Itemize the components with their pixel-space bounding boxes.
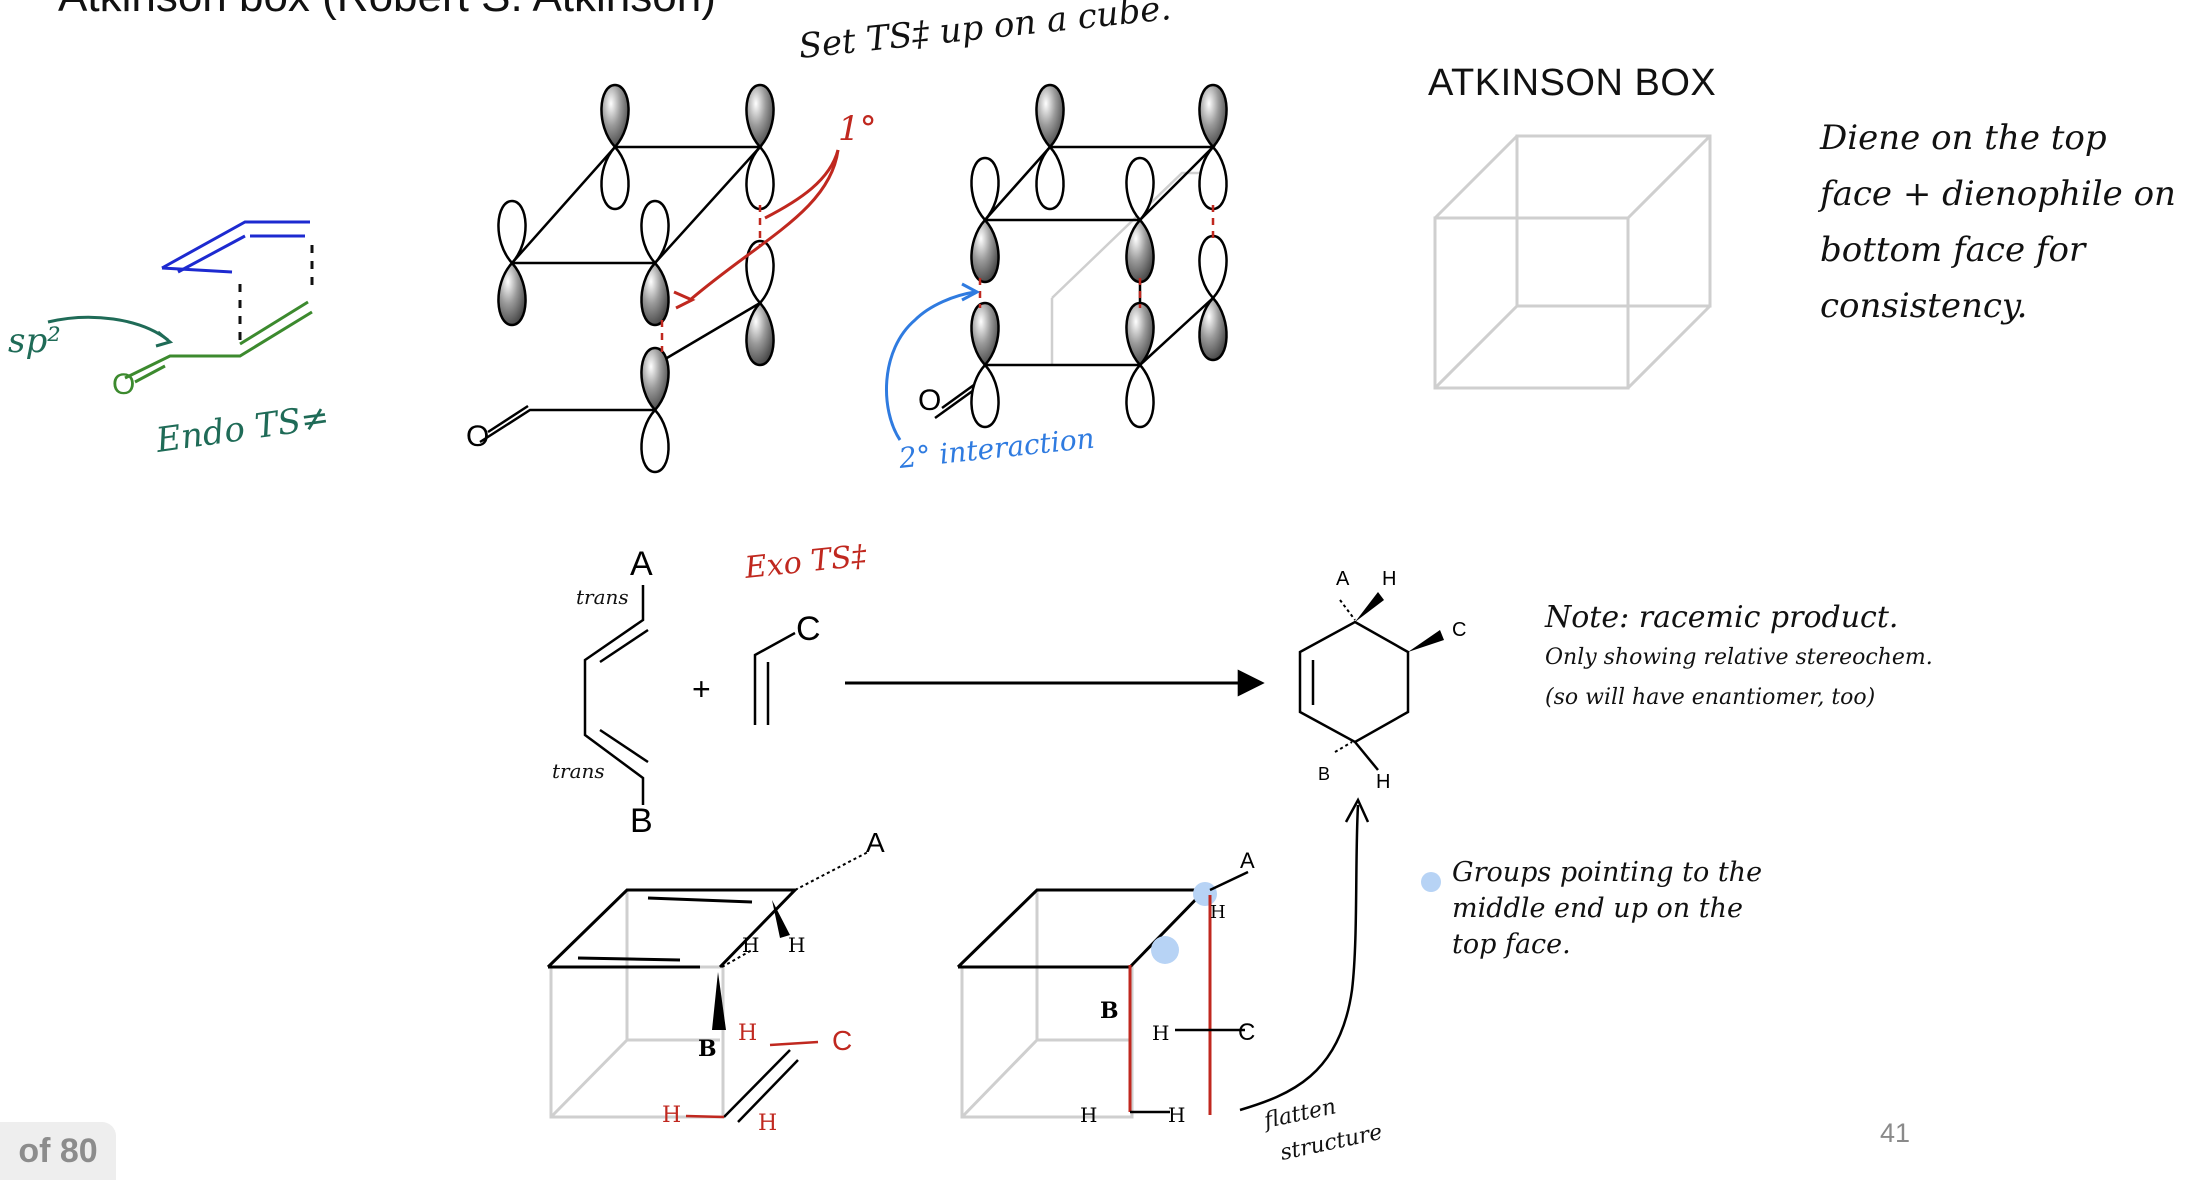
cube-right-a: A [1240,848,1255,873]
cube-exo-left: A H H B H C H H [546,827,885,1136]
flatten-arrow: flatten structure [1239,797,1385,1166]
trans-label-bottom: trans [552,759,605,783]
cube-left-b: B [698,1036,717,1062]
trans-label-top: trans [576,585,629,609]
cube-left-h2: H [742,933,759,957]
secondary-interaction-label: 2° interaction [896,422,1096,475]
endo-label: Endo TS≠ [153,397,332,461]
cube-exo-right: A H B H C H H [956,848,1255,1127]
cube-right-c: C [1238,1019,1255,1046]
cube-left-h: H [788,933,805,957]
product-label-c: C [1452,619,1466,641]
note-line: (so will have enantiomer, too) [1545,685,1876,710]
product-label-h: H [1382,568,1396,590]
diels-alder-reaction: A B trans trans + C Exo TS‡ A H C B H [552,538,1466,840]
cube-left-a: A [866,827,885,858]
cube-left-h5: H [758,1111,777,1136]
note-line: middle end up on the [1452,893,1743,924]
oxygen-label: O [466,420,489,453]
note-line: Note: racemic product. [1545,600,1899,635]
page-indicator[interactable]: of 80 [0,1122,116,1180]
note-line: Groups pointing to the [1452,857,1763,888]
note-line: top face. [1452,929,1571,960]
product-label-b: B [1318,764,1330,784]
slide-title: Atkinson box (Robert S. Atkinson) [58,0,716,22]
dienophile-sub-c: C [796,610,821,648]
cube-right-b: B [1100,998,1119,1024]
cube-left-h3: H [738,1021,757,1046]
cube-left-h4: H [662,1103,681,1128]
atkinson-box-title: ATKINSON BOX [1428,62,1717,104]
atkinson-box-cube [1433,134,1712,390]
set-ts-note: Set TS‡ up on a cube. [797,0,1173,67]
product-label-a: A [1336,568,1350,590]
bullet-note: Groups pointing to the middle end up on … [1452,855,1762,963]
slide-number: 41 [1880,1118,1911,1148]
cube-right-h2: H [1152,1021,1169,1045]
sp2-label: sp² [8,321,61,361]
note-line: face + dienophile on [1820,174,2176,214]
cube-left-c: C [832,1025,852,1056]
note-racemic: Note: racemic product. Only showing rela… [1545,598,1933,718]
note-line: consistency. [1820,286,2028,326]
bullet-dot [1421,872,1441,892]
note-line: Only showing relative stereochem. [1545,645,1933,670]
plus-sign: + [692,671,711,707]
cube-right-h: H [1210,902,1226,923]
primary-label: 1° [838,109,877,149]
oxygen-label: O [918,384,941,417]
cube-right-h4: H [1168,1103,1185,1127]
exo-label: Exo TS‡ [742,538,869,586]
diene-sub-a: A [630,545,653,583]
orbital-diagram-2: O 2° interaction [885,83,1228,475]
orbital-diagram-1: O 1° [466,83,877,474]
note-line: Diene on the top [1820,118,2107,158]
note-top-face: Diene on the top face + dienophile on bo… [1820,110,2180,334]
cube-right-h3: H [1080,1103,1097,1127]
oxygen-label: O [112,368,135,401]
endo-sketch: sp² O Endo TS≠ [8,220,332,461]
diene-sub-b: B [630,802,653,840]
product-label-h2: H [1376,771,1390,793]
note-line: bottom face for [1820,230,2086,270]
